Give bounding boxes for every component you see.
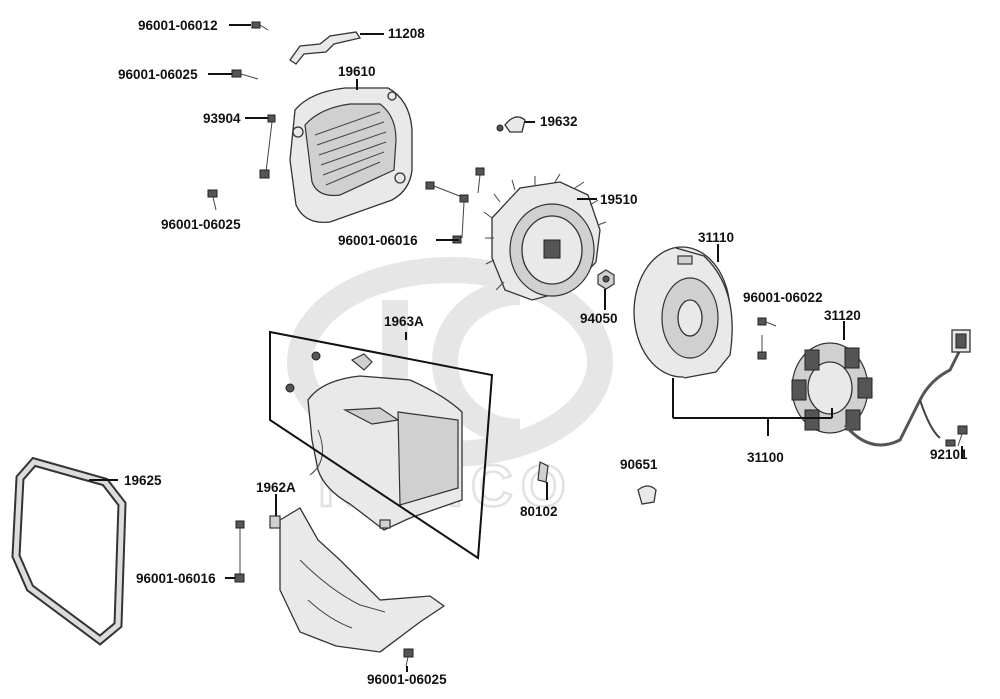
label-31120: 31120 (824, 308, 861, 323)
bolt-96001-06016-low-part (234, 520, 245, 583)
screw-93904-part (259, 114, 276, 179)
label-93904: 93904 (203, 111, 241, 126)
screw-92101-part (945, 425, 968, 447)
label-1962a: 1962A (256, 480, 296, 495)
gasket-19625-part (11, 456, 127, 646)
nut-94050-part (597, 269, 615, 290)
screws-96001-06022-part (757, 317, 777, 360)
clip-80102-part (537, 461, 549, 483)
label-96001-06025-left: 96001-06025 (161, 217, 241, 232)
label-19510: 19510 (600, 192, 638, 207)
label-92101: 92101 (930, 447, 968, 462)
bolt-96001-06025-top-part (231, 69, 259, 80)
label-19632: 19632 (540, 114, 578, 129)
label-90651: 90651 (620, 457, 658, 472)
bolt-96001-06025-left-part (207, 189, 218, 211)
label-96001-06025-bottom: 96001-06025 (367, 672, 447, 687)
label-31110: 31110 (698, 230, 734, 245)
bolt-96001-06025-bottom-part (403, 648, 414, 667)
lower-shroud-1962a-part (269, 507, 446, 653)
label-94050: 94050 (580, 311, 618, 326)
label-19625: 19625 (124, 473, 162, 488)
cooling-fan-19510-part (483, 173, 607, 301)
stator-31120-part (791, 329, 971, 447)
label-96001-06016-mid: 96001-06016 (338, 233, 418, 248)
label-96001-06012: 96001-06012 (138, 18, 218, 33)
clamp-90651-part (637, 485, 657, 505)
part-labels: 96001-06012 11208 96001-06025 19610 9390… (118, 18, 968, 687)
label-1963a: 1963A (384, 314, 424, 329)
label-11208: 11208 (388, 26, 425, 41)
bolts-96001-06016-mid-part (425, 167, 485, 244)
shroud-1963a-part (285, 351, 463, 531)
label-96001-06022: 96001-06022 (743, 290, 823, 305)
bracket-11208-part (289, 31, 362, 65)
leader-lines (89, 24, 963, 672)
label-31100: 31100 (747, 450, 784, 465)
label-96001-06016-low: 96001-06016 (136, 571, 216, 586)
label-80102: 80102 (520, 504, 558, 519)
fan-cover-19610-part (289, 87, 413, 224)
clip-19632-part (496, 116, 526, 133)
label-96001-06025-top: 96001-06025 (118, 67, 198, 82)
flywheel-31110-part (633, 246, 733, 379)
label-19610: 19610 (338, 64, 376, 79)
bolt-96001-06012-part (251, 21, 269, 31)
